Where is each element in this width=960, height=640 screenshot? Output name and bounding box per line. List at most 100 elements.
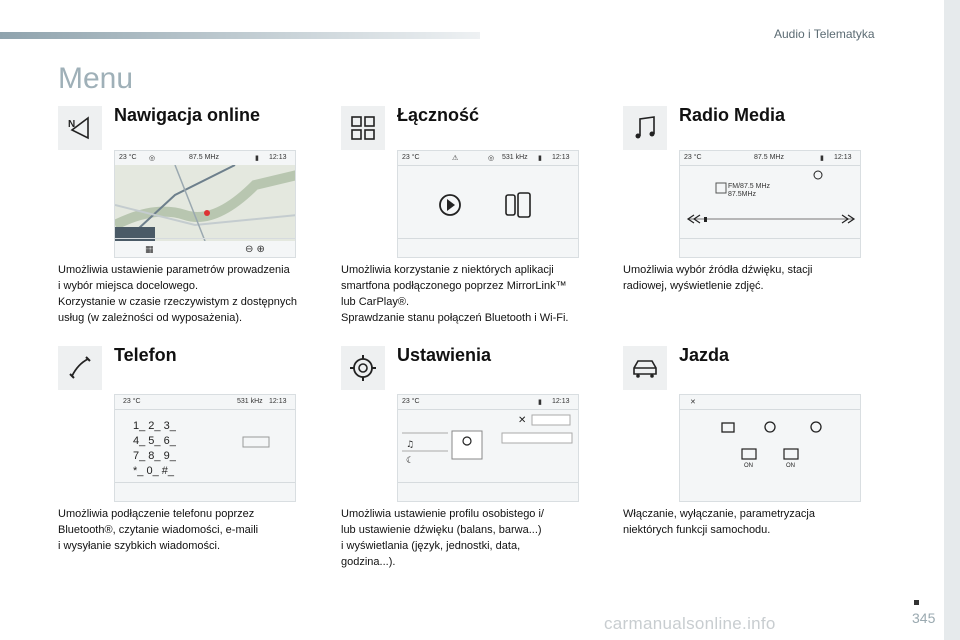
desc-line: smartfona podłączonego poprzez MirrorLin…: [341, 280, 567, 292]
section-title: Nawigacja online: [114, 105, 261, 125]
status-bar: 23 °C 531 kHz 12:13: [115, 395, 295, 410]
music-note-icon: [623, 106, 667, 150]
frequency: 531 kHz: [237, 398, 263, 405]
phone-status-icon: ▮: [538, 399, 542, 406]
station-name: 87.5MHz: [728, 191, 757, 198]
svg-text:⊖ ⊕: ⊖ ⊕: [245, 244, 265, 255]
radio-screen: 23 °C 87.5 MHz ▮ 12:13 FM/87.5 MHz 87.5M…: [679, 150, 861, 258]
page-title: Menu: [58, 62, 134, 95]
desc-line: Umożliwia korzystanie z niektórych aplik…: [341, 264, 554, 276]
phone-status-icon: ▮: [538, 155, 542, 162]
desc-line: i wybór miejsca docelowego.: [58, 280, 199, 292]
section-description: Umożliwia wybór źródła dźwięku, stacji r…: [623, 262, 898, 294]
desc-line: Korzystanie w czasie rzeczywistym z dost…: [58, 296, 298, 308]
phone-status-icon: ▮: [255, 155, 259, 162]
radio-icon: ◎: [149, 155, 156, 162]
desc-line: godzina...).: [341, 556, 396, 568]
status-bar: 23 °C ▮ 12:13: [398, 395, 578, 410]
settings-screen: 23 °C ▮ 12:13 ✕ ♫ ☾: [397, 394, 579, 502]
screen-toolbar: [680, 238, 860, 257]
temperature: 23 °C: [123, 398, 141, 405]
station-info: FM/87.5 MHz 87.5MHz: [728, 183, 770, 199]
desc-line: i wyświetlania (język, jednostki, data,: [341, 540, 521, 552]
desc-line: Bluetooth®, czytanie wiadomości, e-maili: [58, 524, 259, 536]
phone-status-icon: ▮: [820, 155, 824, 162]
svg-text:☾: ☾: [406, 456, 414, 466]
temperature: 23 °C: [119, 154, 137, 161]
desc-line: radiowej, wyświetlenie zdjęć.: [623, 280, 764, 292]
svg-text:N: N: [68, 119, 75, 130]
desc-line: niektórych funkcji samochodu.: [623, 524, 771, 536]
section-description: Umożliwia ustawienie parametrów prowadze…: [58, 262, 333, 326]
desc-line: usług (w zależności od wyposażenia).: [58, 312, 243, 324]
header-bar: [0, 32, 480, 39]
phone-icon: [58, 346, 102, 390]
frequency: 531 kHz: [502, 154, 528, 161]
desc-line: Umożliwia ustawienie parametrów prowadze…: [58, 264, 290, 276]
svg-text:♫: ♫: [406, 440, 414, 450]
clock: 12:13: [269, 398, 287, 405]
status-bar: ✕: [680, 395, 860, 410]
clock: 12:13: [834, 154, 852, 161]
watermark: carmanualsonline.info: [604, 614, 776, 633]
car-icon: [623, 346, 667, 390]
desc-line: Włączanie, wyłączanie, parametryzacja: [623, 508, 815, 520]
frequency: 87.5 MHz: [189, 154, 219, 161]
page-marker: [914, 600, 919, 605]
frequency: 87.5 MHz: [754, 154, 784, 161]
phone-screen: 23 °C 531 kHz 12:13 1_ 2_ 3_ 4_ 5_ 6_ 7_…: [114, 394, 296, 502]
warning-icon: ⚠: [452, 155, 459, 162]
section-title: Telefon: [114, 345, 177, 365]
desc-line: Umożliwia podłączenie telefonu poprzez: [58, 508, 255, 520]
connectivity-screen: 23 °C ⚠ ◎ 531 kHz ▮ 12:13: [397, 150, 579, 258]
section-description: Umożliwia podłączenie telefonu poprzez B…: [58, 506, 333, 554]
clock: 12:13: [269, 154, 287, 161]
navigation-screen: 23 °C ◎ 87.5 MHz ▮ 12:13 ▦ ⊖ ⊕: [114, 150, 296, 258]
temperature: 23 °C: [402, 154, 420, 161]
map-view[interactable]: [115, 164, 295, 242]
section-title: Ustawienia: [397, 345, 492, 365]
status-bar: 23 °C ◎ 87.5 MHz ▮ 12:13: [115, 151, 295, 166]
section-title: Jazda: [679, 345, 730, 365]
on-label: ON: [744, 463, 753, 469]
map-toolbar: ▦ ⊖ ⊕: [115, 238, 295, 257]
desc-line: lub CarPlay®.: [341, 296, 410, 308]
keypad-row: 4_ 5_ 6_: [133, 435, 176, 447]
section-title: Radio Media: [679, 105, 786, 125]
clock: 12:13: [552, 398, 570, 405]
section-description: Umożliwia ustawienie profilu osobistego …: [341, 506, 616, 570]
status-bar: 23 °C 87.5 MHz ▮ 12:13: [680, 151, 860, 166]
page-edge-bar: [944, 0, 960, 640]
phone-keypad[interactable]: 1_ 2_ 3_ 4_ 5_ 6_ 7_ 8_ 9_ *_ 0_ #_: [133, 419, 176, 479]
svg-text:✕: ✕: [518, 415, 526, 426]
close-icon: ✕: [690, 399, 696, 406]
driving-screen: ✕ ON ON: [679, 394, 861, 502]
radio-icon: ◎: [488, 155, 495, 162]
keypad-row: 7_ 8_ 9_: [133, 450, 176, 462]
desc-line: Umożliwia wybór źródła dźwięku, stacji: [623, 264, 813, 276]
section-description: Umożliwia korzystanie z niektórych aplik…: [341, 262, 616, 326]
screen-toolbar: [398, 482, 578, 501]
screen-toolbar: [115, 482, 295, 501]
on-label: ON: [786, 463, 795, 469]
page-number: 345: [912, 610, 936, 626]
section-description: Włączanie, wyłączanie, parametryzacja ni…: [623, 506, 898, 538]
desc-line: lub ustawienie dźwięku (balans, barwa...…: [341, 524, 542, 536]
connectivity-grid-icon: [341, 106, 385, 150]
keypad-row: 1_ 2_ 3_: [133, 420, 176, 432]
screen-toolbar: [398, 238, 578, 257]
clock: 12:13: [552, 154, 570, 161]
desc-line: Umożliwia ustawienie profilu osobistego …: [341, 508, 544, 520]
temperature: 23 °C: [402, 398, 420, 405]
temperature: 23 °C: [684, 154, 702, 161]
svg-text:▦: ▦: [145, 245, 154, 255]
navigation-icon: N: [58, 106, 102, 150]
station-frequency: FM/87.5 MHz: [728, 183, 771, 190]
desc-line: Sprawdzanie stanu połączeń Bluetooth i W…: [341, 312, 569, 324]
status-bar: 23 °C ⚠ ◎ 531 kHz ▮ 12:13: [398, 151, 578, 166]
desc-line: i wysyłanie szybkich wiadomości.: [58, 540, 220, 552]
chapter-title: Audio i Telematyka: [774, 27, 875, 41]
section-title: Łączność: [397, 105, 480, 125]
gear-icon: [341, 346, 385, 390]
keypad-row: *_ 0_ #_: [133, 465, 174, 477]
